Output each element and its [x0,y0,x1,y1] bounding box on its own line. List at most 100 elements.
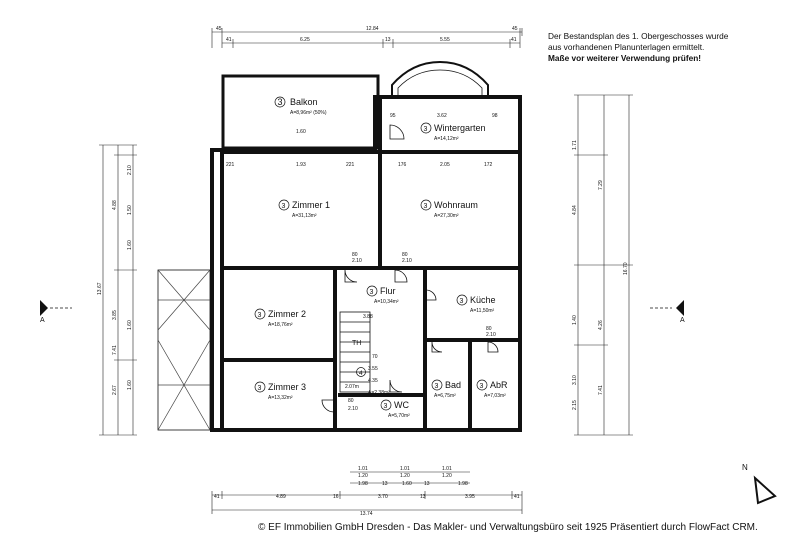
interior-dimensions: 1.60 95 3.62 98 221 1.93 221 176 2.05 17… [226,113,498,412]
dim-right-overall: 16.70 [623,262,629,275]
dim-text: 221 [226,162,235,168]
dim-left-a: 1.60 [127,240,133,250]
dim-top-end-right: 45 [512,26,518,32]
dim-left-b: 3.85 [112,310,118,320]
dim-bottom-sub: 1.98 [458,481,468,487]
dim-right-b: 7.29 [598,180,604,190]
note-line: aus vorhandenen Planunterlagen ermittelt… [548,42,705,52]
room-zimmer-1: 3 Zimmer 1 A=31,13m² [278,199,330,219]
room-number: 3 [480,383,484,390]
room-bad: 3 Bad A=6,75m² [431,379,461,399]
dim-bottom-sub: 13 [382,481,388,487]
dim-right-a: 3.10 [572,375,578,385]
bottom-dimensions: 1.01 1.20 1.01 1.20 1.01 1.20 1.98 13 1.… [211,466,523,517]
room-number: 3 [384,403,388,410]
staircase: TH [339,311,371,393]
dim-text: 3.88 [363,314,373,320]
room-landing: 4 A=2,38m² [356,367,390,396]
dim-bottom-row: 16 [333,494,339,500]
dim-window: 1.01 [442,466,452,472]
room-number: 3 [435,383,439,390]
room-name: Zimmer 3 [268,382,306,392]
dim-text: 80 [352,252,358,258]
room-area: A=13,32m² [268,395,293,401]
north-label: N [742,463,748,472]
room-number: 4 [359,370,363,377]
section-marker-left: A [40,300,72,324]
dim-text: 80 [348,398,354,404]
th-label: TH [352,340,361,347]
dim-top-overall: 12.84 [366,26,379,32]
section-label: A [40,317,45,324]
dim-text: 2.10 [486,332,496,338]
dim-text: 95 [390,113,396,119]
room-flur: 3 Flur A=10,34m² [366,285,399,305]
room-name: Balkon [290,97,318,107]
dim-text: 80 [402,252,408,258]
room-area: A=31,13m² [292,213,317,219]
copyright-footer: © EF Immobilien GmbH Dresden - Das Makle… [258,522,758,533]
dim-right-b: 4.26 [598,320,604,330]
dim-bottom-row: 41 [214,494,220,500]
dim-right-a: 1.71 [572,140,578,150]
room-area: A=8,96m² (50%) [290,110,327,116]
dim-window: 1.01 [358,466,368,472]
section-label: A [680,317,685,324]
room-area: A=11,50m² [470,308,495,314]
plan-note: Der Bestandsplan des 1. Obergeschosses w… [548,31,798,64]
room-name: Zimmer 1 [292,200,330,210]
dim-top-row: 5.55 [440,37,450,43]
dim-top-row: 6.25 [300,37,310,43]
room-zimmer-2: 3 Zimmer 2 A=18,76m² [254,308,306,328]
room-number: 3 [258,312,262,319]
room-kueche: 3 Küche A=11,50m² [456,294,496,314]
dim-text: 1.60 [296,129,306,135]
walls [210,74,522,432]
right-dimensions: 1.71 4.84 1.40 3.10 2.15 7.29 4.26 7.41 … [572,94,633,436]
dim-bottom-overall: 13.74 [360,511,373,517]
dim-text: 4.35 [368,378,378,384]
room-name: Flur [380,286,396,296]
dim-top-row: 41 [226,37,232,43]
dim-right-a: 2.15 [572,400,578,410]
dim-right-a: 4.84 [572,205,578,215]
dim-bottom-sub: 1.98 [358,481,368,487]
room-wohnraum: 3 Wohnraum A=27,30m² [420,199,478,219]
dim-window: 1.01 [400,466,410,472]
dim-left-b: 2.67 [112,385,118,395]
room-name: Küche [470,295,496,305]
dim-text: 221 [346,162,355,168]
dim-left-b: 7.41 [112,345,118,355]
section-marker-right: A [650,300,685,324]
north-arrow-icon: N [742,463,777,505]
dim-left-a: 1.60 [127,380,133,390]
top-dimensions: 45 12.84 45 41 6.25 13 5.55 41 [211,26,523,48]
dim-left-a: 1.60 [127,320,133,330]
dim-text: 2.10 [348,406,358,412]
dim-window: 1.20 [358,473,368,479]
room-wc: 3 WC A=5,70m² [380,399,410,419]
dim-left-b: 4.88 [112,200,118,210]
room-name: Wintergarten [434,123,486,133]
note-warning: Maße vor weiterer Verwendung prüfen! [548,53,702,63]
dim-text: 2.10 [352,258,362,264]
dim-bottom-row: 3.70 [378,494,388,500]
room-name: Bad [445,380,461,390]
dim-top-end-left: 45 [216,26,222,32]
dim-right-a: 1.40 [572,315,578,325]
dim-left-overall: 13.67 [97,282,103,295]
dim-bottom-row: 3.95 [465,494,475,500]
room-number: 3 [278,97,283,107]
room-number: 3 [424,126,428,133]
dim-text: 3.62 [437,113,447,119]
room-name: WC [394,400,409,410]
wintergarten-bay [391,60,489,98]
room-area: A=18,76m² [268,322,293,328]
room-area: A=6,75m² [434,393,456,399]
room-balkon: 3 Balkon A=8,96m² (50%) [274,96,327,116]
dim-bottom-row: 13 [420,494,426,500]
dim-text: 2.10 [402,258,412,264]
dim-bottom-row: 4.89 [276,494,286,500]
dim-left-a: 1.50 [127,205,133,215]
